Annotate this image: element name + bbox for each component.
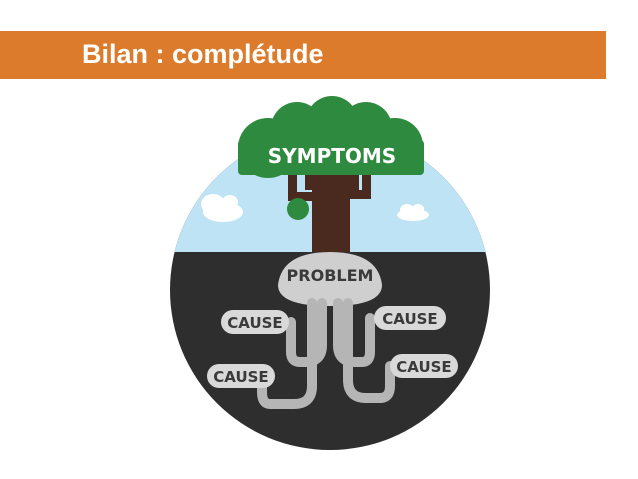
cause-label-4: CAUSE <box>396 358 451 376</box>
roots <box>257 298 395 409</box>
cloud-left-icon <box>201 194 243 222</box>
cause-label-3: CAUSE <box>213 368 268 386</box>
cause-box-2: CAUSE <box>374 306 446 330</box>
tree-trunk <box>288 168 371 252</box>
slide-title: Bilan : complétude <box>82 39 324 69</box>
cause-box-1: CAUSE <box>221 310 289 334</box>
cause-box-4: CAUSE <box>390 354 458 378</box>
problem-label: PROBLEM <box>287 266 374 285</box>
cloud-right-icon <box>397 204 429 221</box>
symptoms-label: SYMPTOMS <box>268 144 396 168</box>
title-bar: Bilan : complétude <box>0 31 606 79</box>
cause-label-1: CAUSE <box>227 314 282 332</box>
problem-mound <box>278 252 382 306</box>
cause-box-3: CAUSE <box>207 364 275 388</box>
tree-crown <box>238 96 424 178</box>
cause-label-2: CAUSE <box>382 310 437 328</box>
leaf-ball-icon <box>287 198 309 220</box>
